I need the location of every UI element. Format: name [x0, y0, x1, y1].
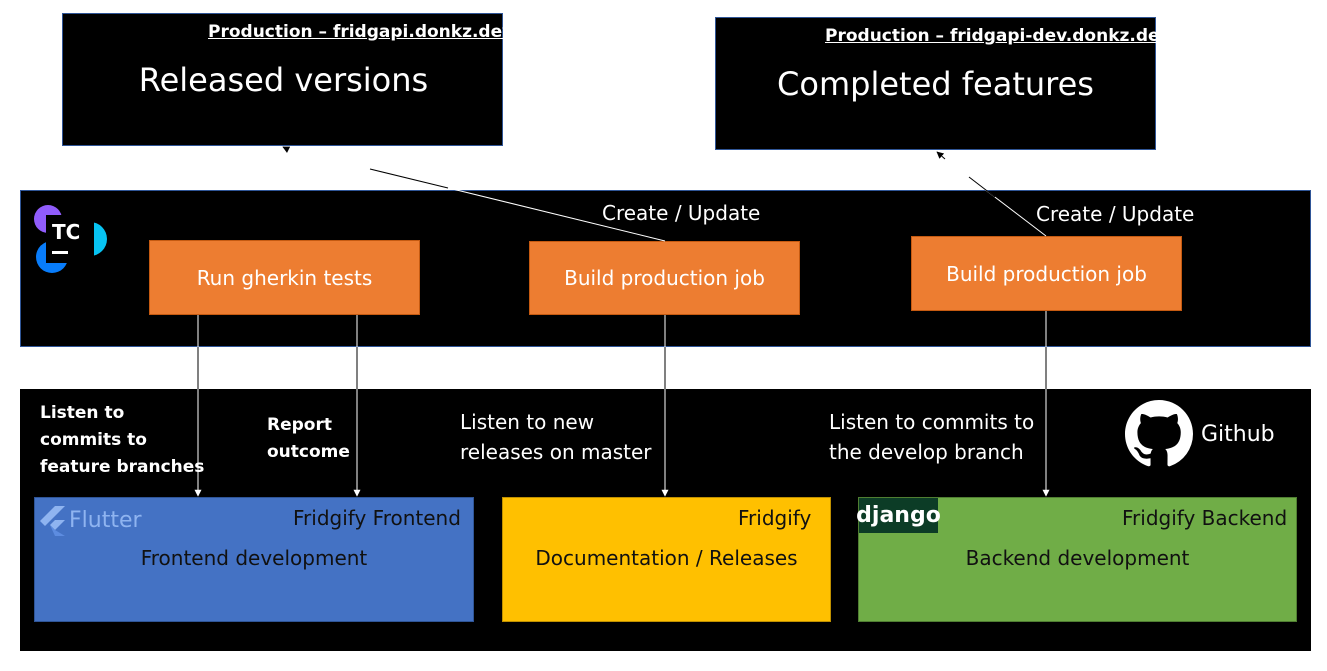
production-env-label: Production – fridgapi-dev.donkz.dev [825, 26, 1171, 46]
job-run-gherkin-tests: Run gherkin tests [149, 240, 420, 315]
django-logo-text: django [856, 503, 941, 528]
flutter-logo-icon [39, 506, 65, 536]
label-line: Report [267, 415, 332, 435]
github-octocat-icon [1125, 400, 1193, 468]
repo-description: Documentation / Releases [535, 546, 798, 570]
production-title: Completed features [777, 65, 1094, 103]
teamcity-logo-icon: TC [32, 201, 108, 275]
repo-name: Fridgify [738, 506, 812, 530]
create-update-label: Create / Update [602, 201, 761, 225]
repo-description: Frontend development [140, 546, 368, 570]
job-build-production-master: Build production job [529, 241, 800, 315]
production-box-completed: Production – fridgapi-dev.donkz.dev Comp… [715, 17, 1171, 150]
repo-description: Backend development [965, 546, 1190, 570]
create-update-label: Create / Update [1036, 202, 1195, 226]
arrow-create-update-completed-head [936, 151, 946, 160]
repo-name: Fridgify Backend [1122, 506, 1288, 530]
repo-frontend: Flutter Fridgify Frontend Frontend devel… [34, 497, 474, 622]
job-build-production-develop: Build production job [911, 236, 1182, 311]
label-listen-feature-branches: Listen to commits to feature branches [40, 400, 204, 481]
production-title: Released versions [138, 61, 429, 99]
arrow-create-update-released-white-part [282, 146, 291, 153]
teamcity-logo-text: TC [52, 220, 80, 244]
label-report-outcome: Report outcome [267, 412, 350, 466]
label-line: Listen to commits to [829, 410, 1035, 434]
flutter-logo-text: Flutter [69, 508, 142, 533]
repo-backend: django Fridgify Backend Backend developm… [856, 497, 1297, 622]
label-line: feature branches [40, 457, 205, 477]
production-box-released: Production – fridgapi.donkz.dev Released… [62, 13, 513, 146]
production-env-label: Production – fridgapi.donkz.dev [208, 22, 514, 42]
repo-fridgify: Fridgify Documentation / Releases [502, 497, 831, 622]
label-listen-develop-branch: Listen to commits to the develop branch [829, 407, 1034, 467]
label-listen-master-releases: Listen to new releases on master [460, 407, 652, 467]
label-line: releases on master [460, 440, 652, 464]
label-line: commits to [40, 430, 147, 450]
github-label: Github [1201, 422, 1275, 447]
label-line: Listen to new [460, 410, 595, 434]
repo-name: Fridgify Frontend [293, 506, 461, 530]
label-line: outcome [267, 442, 350, 462]
label-line: Listen to [40, 403, 125, 423]
label-line: the develop branch [829, 440, 1024, 464]
django-logo-icon: django [856, 498, 941, 533]
arrow-create-update-released-gap [369, 168, 449, 189]
